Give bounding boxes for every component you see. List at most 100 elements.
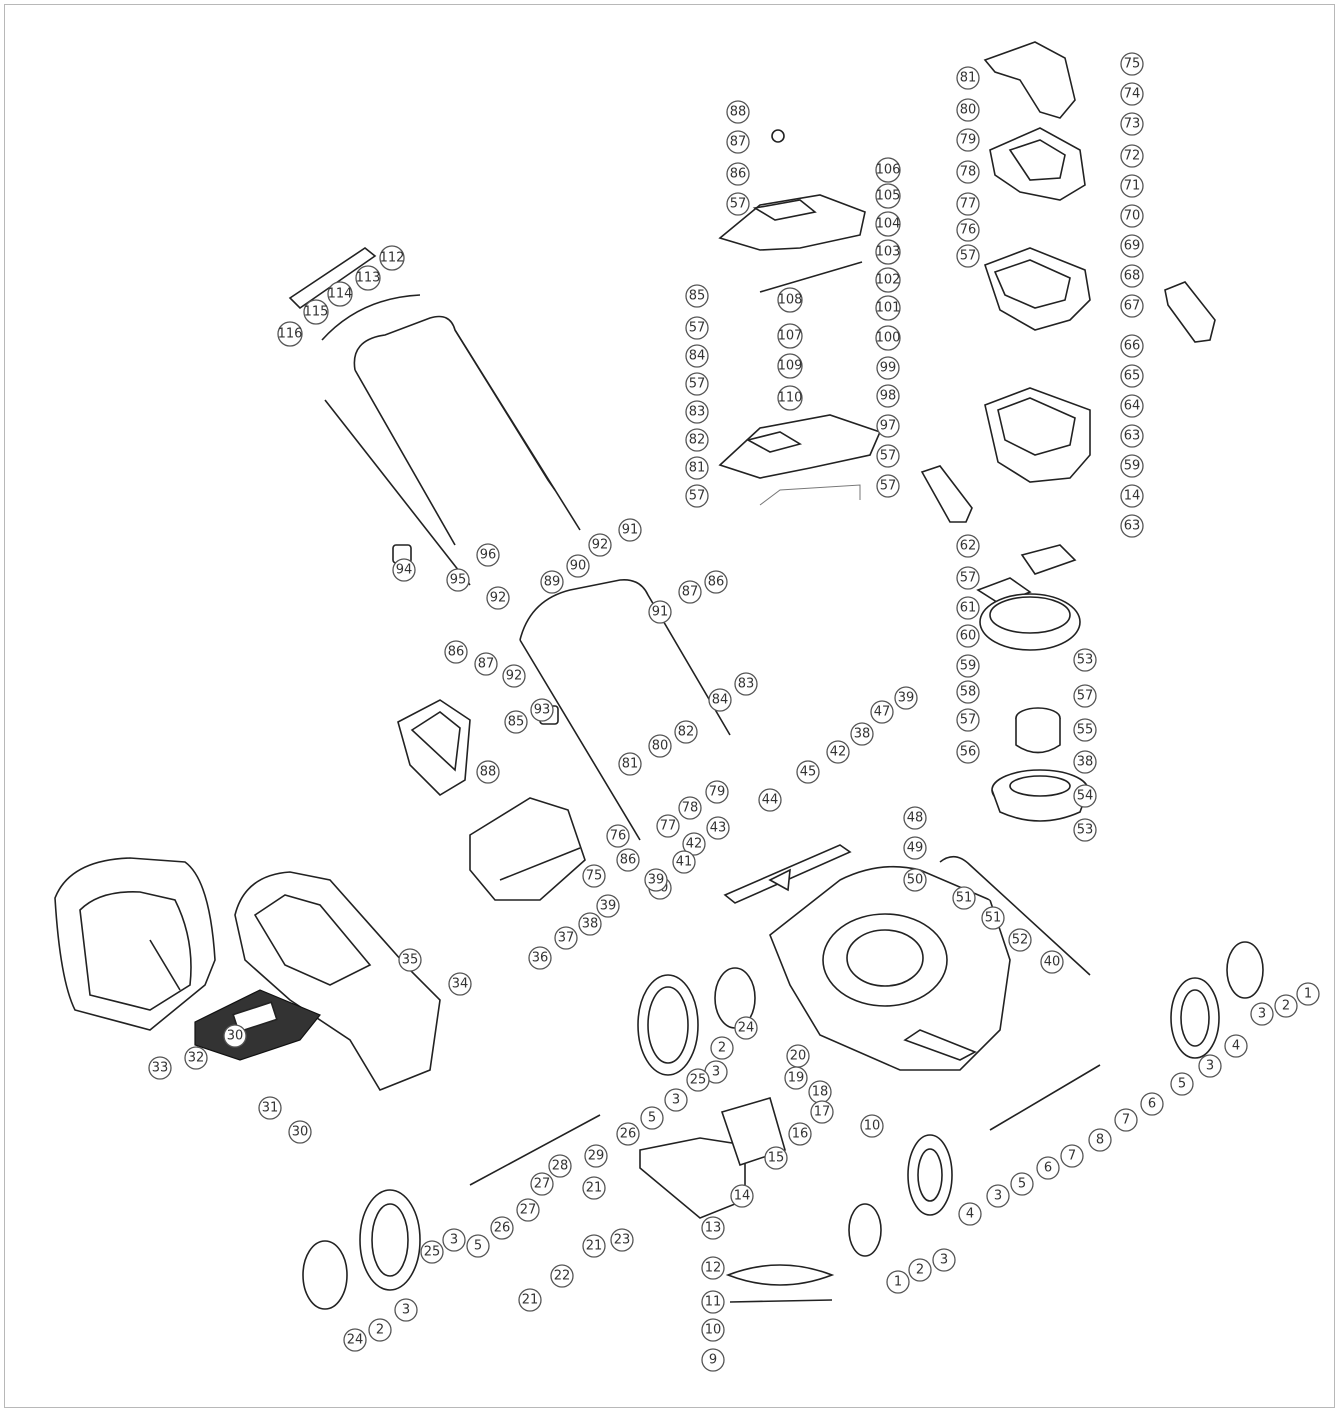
- callout-2: 2: [1274, 994, 1298, 1018]
- callout-number: 87: [682, 585, 699, 600]
- callout-38: 38: [578, 912, 602, 936]
- callout-circle: [486, 586, 510, 610]
- callout-circle: [596, 894, 620, 918]
- callout-15: 15: [764, 1146, 788, 1170]
- callout-circle: [908, 1258, 932, 1282]
- callout-number: 26: [494, 1221, 511, 1236]
- callout-57: 57: [876, 444, 900, 468]
- callout-number: 57: [880, 479, 897, 494]
- callout-number: 91: [622, 523, 639, 538]
- callout-circle: [1120, 204, 1144, 228]
- callout-number: 2: [718, 1041, 726, 1056]
- callout-circle: [777, 287, 803, 313]
- callout-circle: [502, 664, 526, 688]
- wheel-cap-rear-right: [848, 1203, 882, 1257]
- callout-number: 19: [788, 1071, 805, 1086]
- callout-number: 39: [898, 691, 915, 706]
- callout-circle: [588, 533, 612, 557]
- callout-circle: [952, 886, 976, 910]
- callout-number: 87: [730, 135, 747, 150]
- callout-57: 57: [685, 484, 709, 508]
- callout-43: 43: [706, 816, 730, 840]
- callout-number: 77: [960, 197, 977, 212]
- callout-number: 9: [709, 1353, 717, 1368]
- callout-circle: [956, 708, 980, 732]
- callout-78: 78: [678, 796, 702, 820]
- callout-number: 13: [705, 1221, 722, 1236]
- callout-number: 93: [534, 703, 551, 718]
- callout-42: 42: [682, 832, 706, 856]
- switch-plate: [976, 544, 1077, 605]
- callout-number: 72: [1124, 149, 1141, 164]
- callout-circle: [876, 474, 900, 498]
- callout-94: 94: [392, 558, 416, 582]
- callout-circle: [1250, 1002, 1274, 1026]
- callout-circle: [678, 796, 702, 820]
- callout-number: 62: [960, 539, 977, 554]
- callout-12: 12: [701, 1256, 725, 1280]
- callout-27: 27: [516, 1198, 540, 1222]
- callout-number: 63: [1124, 429, 1141, 444]
- callout-24: 24: [734, 1016, 758, 1040]
- callout-circle: [810, 1100, 834, 1124]
- callout-95: 95: [446, 568, 470, 592]
- callout-number: 83: [738, 677, 755, 692]
- callout-number: 45: [800, 765, 817, 780]
- callout-6: 6: [1140, 1092, 1164, 1116]
- callout-1: 1: [1296, 982, 1320, 1006]
- callout-circle: [956, 98, 980, 122]
- callout-number: 26: [620, 1127, 637, 1142]
- callout-89: 89: [540, 570, 564, 594]
- callout-32: 32: [184, 1046, 208, 1070]
- callout-42: 42: [826, 740, 850, 764]
- callout-circle: [394, 1298, 418, 1322]
- callout-circle: [1120, 144, 1144, 168]
- callout-77: 77: [956, 192, 980, 216]
- callout-105: 105: [875, 183, 901, 209]
- callout-number: 36: [532, 951, 549, 966]
- callout-3: 3: [442, 1228, 466, 1252]
- callout-number: 24: [347, 1333, 364, 1348]
- callout-circle: [956, 740, 980, 764]
- callout-112: 112: [379, 245, 405, 271]
- handle-foam-grip: [288, 247, 421, 341]
- callout-57: 57: [726, 192, 750, 216]
- callout-37: 37: [554, 926, 578, 950]
- callout-circle: [1073, 684, 1097, 708]
- callout-74: 74: [1120, 82, 1144, 106]
- callout-circle: [826, 740, 850, 764]
- callout-83: 83: [685, 400, 709, 424]
- callout-4: 4: [958, 1202, 982, 1226]
- callout-number: 43: [710, 821, 727, 836]
- callout-5: 5: [466, 1234, 490, 1258]
- callout-5: 5: [640, 1106, 664, 1130]
- callout-number: 52: [1012, 933, 1029, 948]
- callout-number: 86: [730, 167, 747, 182]
- callout-number: 2: [916, 1263, 924, 1278]
- callout-circle: [875, 325, 901, 351]
- callout-number: 67: [1124, 299, 1141, 314]
- callout-circle: [398, 948, 422, 972]
- grass-bag: [54, 857, 216, 1031]
- callout-circle: [648, 734, 672, 758]
- callout-number: 61: [960, 601, 977, 616]
- callout-number: 30: [292, 1125, 309, 1140]
- callout-number: 74: [1124, 87, 1141, 102]
- callout-30: 30: [223, 1024, 247, 1048]
- callout-number: 57: [960, 571, 977, 586]
- callout-5: 5: [1010, 1172, 1034, 1196]
- callout-75: 75: [582, 864, 606, 888]
- callout-number: 27: [534, 1177, 551, 1192]
- callout-number: 75: [1124, 57, 1141, 72]
- diagram-frame: [4, 4, 1335, 1408]
- callout-80: 80: [956, 98, 980, 122]
- callout-number: 82: [678, 725, 695, 740]
- callout-number: 112: [380, 251, 405, 266]
- callout-circle: [448, 972, 472, 996]
- callout-number: 40: [1044, 955, 1061, 970]
- callout-number: 71: [1124, 179, 1141, 194]
- callout-circle: [710, 1036, 734, 1060]
- callout-62: 62: [956, 534, 980, 558]
- callout-64: 64: [1120, 394, 1144, 418]
- callout-circle: [644, 868, 668, 892]
